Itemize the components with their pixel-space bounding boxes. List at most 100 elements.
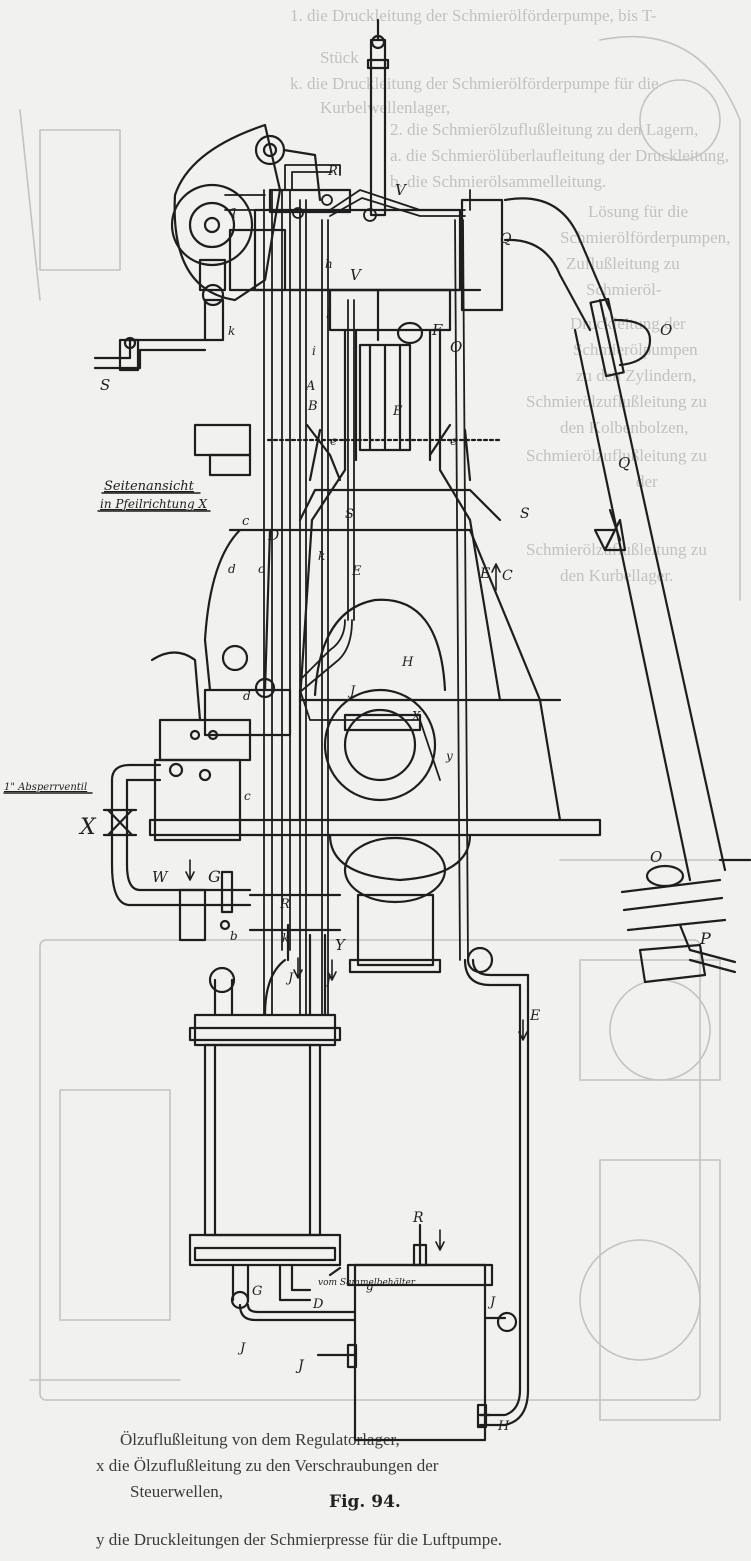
ghost-line: Steuerwellen, — [130, 1482, 223, 1501]
label-G: G — [208, 867, 221, 886]
ghost-line: den Kolbenbolzen, — [560, 418, 689, 437]
label-E: E — [392, 404, 403, 419]
label-S: S — [520, 506, 530, 522]
part-labels: R V V q h l i k F O O O Q Q A B E E E E … — [78, 164, 711, 1434]
ghost-line: b. die Schmierölsammelleitung. — [390, 172, 607, 191]
label-S: S — [345, 507, 354, 522]
label-R: R — [279, 897, 290, 912]
label-g: g — [366, 1279, 374, 1293]
label-J: J — [323, 973, 332, 988]
label-R: R — [327, 164, 338, 179]
label-O: O — [450, 338, 462, 356]
label-Y: Y — [335, 936, 347, 954]
label-Q: Q — [500, 231, 512, 247]
pipe-bundle — [263, 189, 469, 1016]
label-i: i — [312, 344, 316, 358]
label-d: d — [228, 562, 236, 576]
ghost-line: a. die Schmierölüberlaufleitung der Druc… — [390, 146, 729, 165]
label-D: D — [312, 1297, 324, 1312]
ghost-line: Schmierölpumpen — [573, 340, 698, 359]
label-H: H — [497, 1419, 510, 1434]
valve-note: 1" Absperrventil — [4, 782, 87, 793]
ghost-line: Schmierölzuflußleitung zu — [526, 392, 707, 411]
ghost-line: Druckleitung der — [570, 314, 686, 333]
ghost-line: 1. die Druckleitung der Schmierölförderp… — [290, 6, 657, 25]
label-k: k — [228, 324, 235, 338]
label-J: J — [295, 1358, 305, 1374]
label-c: c — [258, 562, 265, 576]
label-e: e — [450, 434, 457, 448]
ghost-line: k. die Druckleitung der Schmierölförderp… — [290, 74, 659, 93]
background-drawing — [19, 35, 741, 1421]
label-O: O — [660, 321, 672, 339]
label-E: E — [529, 1008, 540, 1024]
label-O: O — [650, 848, 662, 866]
ghost-line: Ölzuflußleitung von dem Regulatorlager, — [120, 1430, 400, 1449]
label-c: c — [244, 789, 251, 803]
label-R: R — [412, 1210, 424, 1226]
label-h: h — [325, 257, 333, 271]
view-title-line2: in Pfeilrichtung X — [100, 497, 207, 511]
ghost-line: 2. die Schmierölzuflußleitung zu den Lag… — [390, 120, 699, 139]
governor-gear — [170, 123, 322, 342]
ghost-line: den Kurbellager. — [560, 566, 674, 585]
ghost-line: zu den Zylindern, — [576, 366, 697, 385]
label-X: X — [78, 815, 97, 840]
cylinder-block — [266, 343, 502, 482]
label-P: P — [699, 929, 711, 948]
label-x: X — [411, 709, 421, 723]
flow-arrows — [185, 563, 528, 1251]
label-A: A — [305, 379, 315, 394]
label-W: W — [152, 868, 169, 886]
view-title-line1: Seitenansicht — [104, 479, 195, 494]
oil-filter — [188, 1013, 342, 1310]
label-E: E — [351, 564, 362, 579]
title-underlines — [3, 492, 211, 794]
ghost-line: x die Ölzuflußleitung zu den Verschraubu… — [96, 1456, 439, 1475]
label-J: J — [285, 971, 294, 986]
label-S: S — [100, 376, 110, 394]
label-q: q — [228, 204, 236, 219]
label-k: k — [318, 549, 325, 563]
oil-tank — [238, 1223, 518, 1442]
exhaust-pipe — [493, 197, 751, 984]
ghost-line: Schmieröl- — [586, 280, 662, 299]
label-k: k — [282, 931, 289, 945]
ghost-line: Stück — [320, 48, 359, 67]
reservoir-note: vom Sammelbehälter — [318, 1278, 416, 1288]
label-V: V — [350, 266, 363, 284]
label-y: y — [445, 749, 453, 763]
label-D: D — [267, 528, 279, 544]
inlet-pipe-s — [93, 336, 207, 372]
label-Q: Q — [618, 454, 630, 472]
engine-frame — [148, 18, 602, 837]
top-pipes — [224, 164, 471, 222]
label-C: C — [502, 568, 513, 584]
crank-housing — [313, 598, 472, 974]
label-B: B — [307, 399, 318, 414]
label-l: l — [326, 307, 330, 321]
handwritten-notes: Seitenansicht in Pfeilrichtung X 1" Absp… — [4, 479, 416, 1288]
label-e: e — [330, 434, 337, 448]
lower-pipes — [178, 870, 342, 1017]
label-J: J — [347, 684, 356, 699]
ghost-line: Schmierölzuflußleitung zu — [526, 446, 707, 465]
label-d: d — [243, 689, 251, 703]
shutoff-valve — [102, 763, 252, 907]
label-E: E — [479, 566, 490, 582]
figure-caption: Fig. 94. — [329, 1492, 401, 1512]
label-F: F — [431, 321, 443, 339]
label-G: G — [252, 1284, 262, 1299]
label-J: J — [487, 1295, 496, 1310]
label-c: c — [242, 514, 250, 529]
label-J: J — [237, 1341, 246, 1356]
ghost-line: Schmierölförderpumpen, — [560, 228, 731, 247]
ghost-line: y die Druckleitungen der Schmierpresse f… — [96, 1530, 502, 1549]
return-pipe-e — [463, 946, 530, 1427]
ghost-line: Lösung für die — [588, 202, 689, 221]
label-V: V — [395, 181, 408, 199]
label-H: H — [401, 655, 414, 670]
label-b: b — [230, 929, 238, 943]
